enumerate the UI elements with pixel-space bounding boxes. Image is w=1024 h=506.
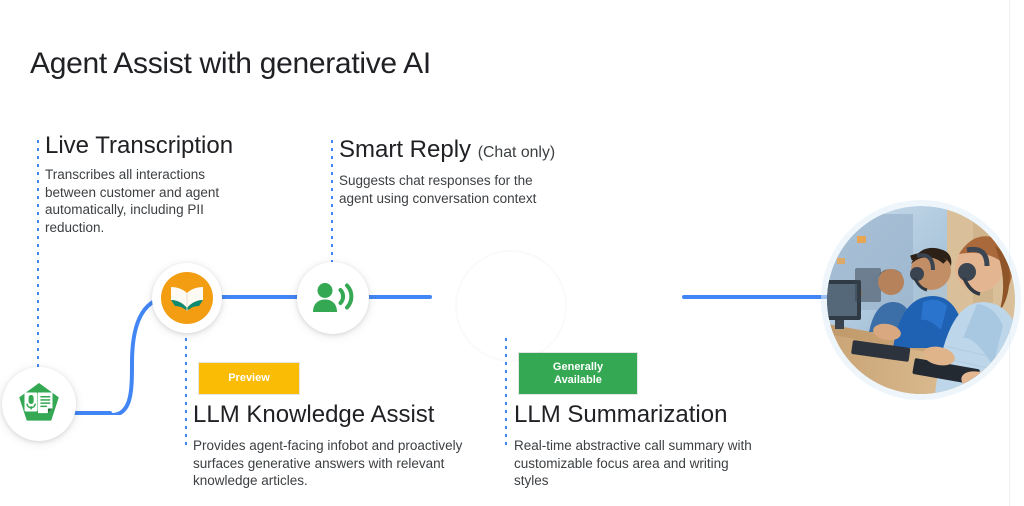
- node-live-transcription[interactable]: [2, 367, 76, 441]
- flow-line-smartreply-right: [360, 295, 432, 299]
- live-transcription-heading-text: Live Transcription: [45, 132, 234, 159]
- dotted-connector-live-transcription: [37, 140, 39, 372]
- feature-body-smart-reply: Suggests chat responses for the agent us…: [339, 173, 537, 206]
- ghost-node-outline: [455, 250, 567, 362]
- flow-line-knowledge-to-smartreply: [215, 295, 307, 299]
- transcription-mic-document-icon: [15, 380, 63, 428]
- status-badge-generally-available: Generally Available: [519, 353, 637, 394]
- feature-body-knowledge-assist: Provides agent-facing infobot and proact…: [193, 438, 463, 488]
- flow-line-transcription-to-curve: [74, 411, 112, 415]
- summarization-heading-text: LLM Summarization: [514, 401, 728, 428]
- feature-body-live-transcription: Transcribes all interactions between cus…: [45, 167, 220, 235]
- feature-heading-smart-reply: Smart Reply (Chat only): [339, 136, 555, 164]
- node-knowledge-assist[interactable]: [152, 263, 222, 333]
- slide-right-edge: [1009, 0, 1010, 506]
- person-speaking-icon: [312, 281, 354, 315]
- smart-reply-heading-text: Smart Reply: [339, 136, 472, 163]
- feature-heading-knowledge-assist: LLM Knowledge Assist: [193, 401, 434, 429]
- dotted-connector-summarization: [505, 338, 507, 450]
- page-title: Agent Assist with generative AI: [30, 47, 431, 80]
- node-smart-reply[interactable]: [297, 262, 369, 334]
- knowledge-assist-heading-text: LLM Knowledge Assist: [193, 401, 435, 428]
- feature-body-summarization: Real-time abstractive call summary with …: [514, 438, 752, 488]
- smart-reply-heading-suffix: (Chat only): [477, 144, 556, 161]
- feature-heading-live-transcription: Live Transcription: [45, 132, 233, 160]
- contact-center-photo: [827, 206, 1015, 394]
- flow-line-to-photo: [682, 295, 834, 299]
- dotted-connector-knowledge-assist: [185, 338, 187, 448]
- feature-heading-summarization: LLM Summarization: [514, 401, 727, 429]
- open-book-icon: [161, 272, 213, 324]
- status-badge-preview: Preview: [199, 363, 299, 394]
- dotted-connector-smart-reply: [331, 140, 333, 262]
